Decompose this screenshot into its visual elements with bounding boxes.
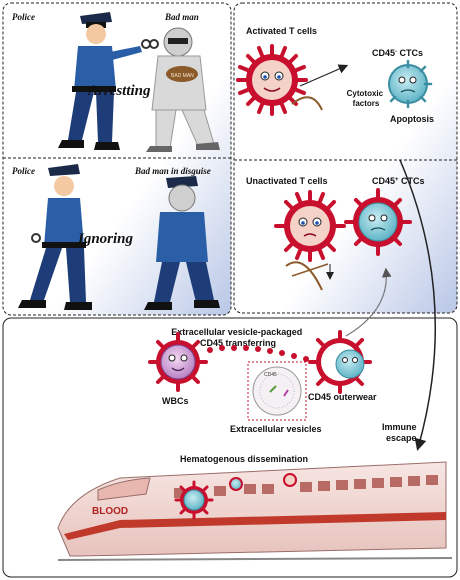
blood-label: BLOOD: [92, 506, 128, 517]
ignoring-caption: Ignoring: [77, 231, 134, 247]
train-passenger-t-cell: [283, 473, 297, 487]
vesicle-cd45-label: CD45: [264, 372, 277, 378]
right-panel-frame: [233, 2, 458, 314]
vesicle-trail: [207, 345, 309, 362]
police-officer-walking-illustration: [18, 164, 92, 310]
police-label-2: Police: [12, 166, 35, 176]
train-passenger-ctc-2: [229, 477, 243, 491]
train-windshield: [97, 477, 151, 501]
ctc-with-cd45-outerwear: [308, 330, 372, 394]
wbcs-label: WBCs: [162, 396, 189, 406]
immune-escape: Immune escape: [382, 159, 436, 451]
unactivated-t-cell: [274, 190, 346, 262]
train-track: [57, 557, 453, 561]
panel-arresting: Police Bad man BAD MAN: [12, 12, 220, 152]
ctc-to-panel-arrow: [345, 267, 392, 337]
cd45-positive-ctc: [344, 188, 412, 256]
train-passenger-ctc: [174, 480, 214, 520]
hematogenous-dissemination-label: Hematogenous dissemination: [180, 454, 308, 464]
bad-man-illustration: BAD MAN: [146, 27, 220, 152]
train-body: [57, 461, 447, 557]
wbc-cell: [148, 332, 208, 392]
arresting-caption: Arrestting: [87, 83, 151, 99]
activated-t-cells-label: Activated T cells: [246, 26, 317, 36]
train-windows: [174, 475, 438, 498]
transfer-label: Extracellular vesicle-packaged CD45 tran…: [171, 327, 305, 348]
train-stripe: [64, 512, 446, 540]
bad-man-label: Bad man: [164, 12, 199, 22]
dropped-bow-icon: [285, 261, 323, 291]
cd45-pos-ctc-label: CD45+ CTCs: [372, 176, 425, 186]
cd45-outerwear-label: CD45 outerwear: [308, 392, 377, 402]
panel-unactivated: Unactivated T cells CD45+ CTCs: [246, 176, 425, 291]
bad-man-disguise-label: Bad man in disguise: [134, 166, 211, 176]
immune-escape-label: Immune escape: [382, 422, 419, 443]
immune-escape-arrow: [399, 159, 436, 451]
panel-activated: Activated T cells: [236, 26, 434, 124]
extracellular-vesicles-label: Extracellular vesicles: [230, 424, 322, 434]
panel-transfer: Extracellular vesicle-packaged CD45 tran…: [148, 267, 392, 434]
cd45-negative-ctc: [388, 59, 433, 109]
panel-ignoring: Police Bad man in disguise Ignoring: [12, 164, 220, 310]
cytotoxic-factors-label: Cytotoxic factors: [347, 89, 386, 108]
disguised-bad-man-illustration: [144, 176, 220, 310]
badge-text: BAD MAN: [171, 73, 194, 79]
blood-train: Hematogenous dissemination BLOOD: [57, 454, 453, 561]
activated-t-cell: [236, 44, 308, 116]
unactivated-t-cells-label: Unactivated T cells: [246, 176, 328, 186]
extracellular-vesicle: CD45: [247, 361, 307, 421]
dropped-arrow-icon: [291, 263, 329, 277]
police-label: Police: [12, 12, 35, 22]
cd45-neg-ctc-label: CD45- CTCs: [372, 48, 423, 58]
attack-arrow: [299, 64, 349, 87]
bow-icon: [291, 96, 323, 111]
police-officer-illustration: [58, 12, 159, 150]
apoptosis-label: Apoptosis: [390, 114, 434, 124]
